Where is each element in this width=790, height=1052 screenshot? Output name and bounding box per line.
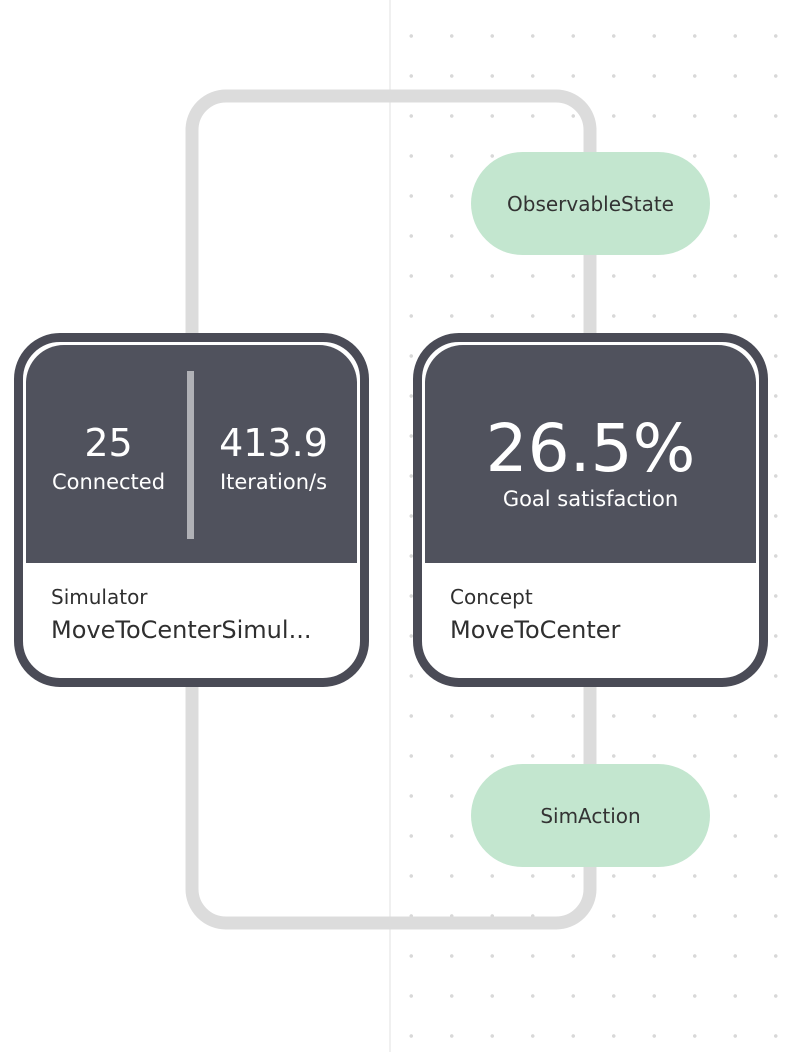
- connected-label: Connected: [51, 470, 166, 494]
- concept-stats-panel: 26.5% Goal satisfaction: [425, 345, 756, 563]
- sim-action-node[interactable]: SimAction: [471, 764, 710, 867]
- stats-divider: [187, 371, 194, 539]
- simulator-caption: Simulator: [51, 585, 148, 609]
- sim-action-label: SimAction: [540, 803, 641, 828]
- connected-stat: 25 Connected: [26, 345, 191, 563]
- observable-state-node[interactable]: ObservableState: [471, 152, 710, 255]
- simulator-card-inner: 25 Connected 413.9 Iteration/s Simulator…: [26, 345, 357, 675]
- concept-card-inner: 26.5% Goal satisfaction Concept MoveToCe…: [425, 345, 756, 675]
- concept-card[interactable]: 26.5% Goal satisfaction Concept MoveToCe…: [413, 333, 768, 687]
- concept-name: MoveToCenter: [450, 616, 621, 644]
- connected-count: 25: [84, 421, 133, 465]
- simulator-stats-panel: 25 Connected 413.9 Iteration/s: [26, 345, 357, 563]
- iterations-rate: 413.9: [219, 421, 328, 465]
- goal-satisfaction-label: Goal satisfaction: [502, 487, 679, 511]
- pane-divider: [389, 0, 391, 1052]
- iterations-stat: 413.9 Iteration/s: [191, 345, 356, 563]
- goal-satisfaction-value: 26.5%: [485, 410, 696, 487]
- simulator-card[interactable]: 25 Connected 413.9 Iteration/s Simulator…: [14, 333, 369, 687]
- observable-state-label: ObservableState: [507, 191, 674, 216]
- iterations-label: Iteration/s: [219, 470, 328, 494]
- concept-caption: Concept: [450, 585, 533, 609]
- simulator-name: MoveToCenterSimul...: [51, 616, 312, 644]
